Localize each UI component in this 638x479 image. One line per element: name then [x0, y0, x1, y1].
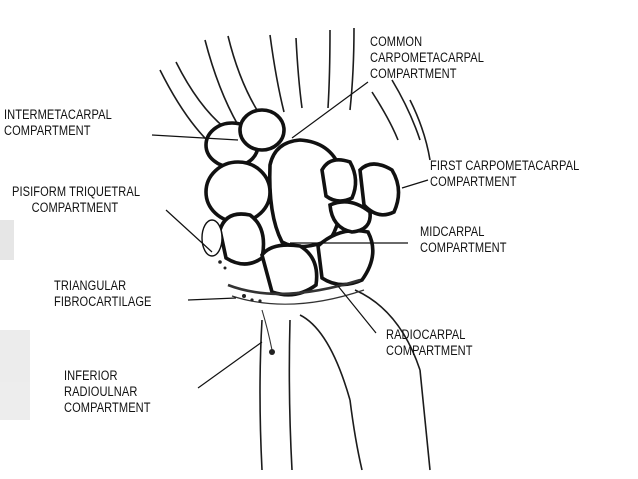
label-common-carpometacarpal: COMMON CARPOMETACARPAL COMPARTMENT	[370, 34, 485, 81]
forearm-bones	[259, 289, 431, 471]
label-radiocarpal: RADIOCARPAL COMPARTMENT	[386, 327, 473, 358]
label-intermetacarpal: INTERMETACARPAL COMPARTMENT	[4, 107, 112, 138]
carpal-bones	[201, 108, 401, 297]
leader-lines	[151, 81, 429, 389]
label-pisiform-triquetral: PISIFORM TRIQUETRAL COMPARTMENT	[12, 184, 141, 215]
label-triangular-fibrocartilage: TRIANGULAR FIBROCARTILAGE	[54, 278, 152, 309]
label-inferior-radioulnar: INFERIOR RADIOULNAR COMPARTMENT	[64, 368, 151, 415]
scan-artifact	[0, 220, 30, 420]
label-midcarpal: MIDCARPAL COMPARTMENT	[420, 224, 507, 255]
radiocarpal-band	[218, 260, 365, 355]
label-first-carpometacarpal: FIRST CARPOMETACARPAL COMPARTMENT	[430, 158, 580, 189]
